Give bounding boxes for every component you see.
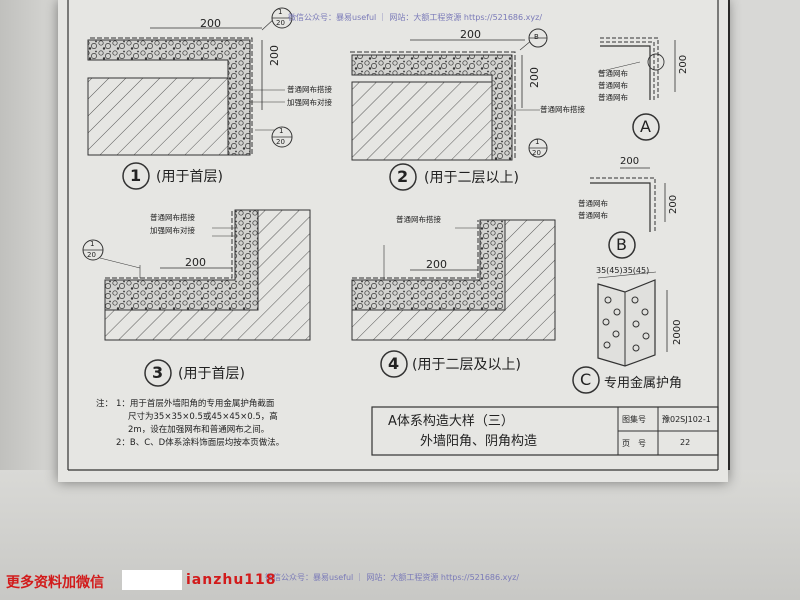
title-block-frame	[371, 406, 719, 456]
page-label: 页 号	[622, 439, 646, 448]
watermark-top: 微信公众号：暴易useful ｜ 网站：大额工程资源 https://52168…	[288, 13, 543, 22]
label-mesh-b-1: 普通网布	[578, 199, 608, 208]
detail-1-drawing	[87, 7, 293, 190]
overlay-redaction-box	[122, 570, 182, 590]
overlay-left-text: 更多资料加微信	[6, 575, 104, 591]
detail-1-caption: (用于首层)	[156, 169, 223, 185]
label-mesh-butt-d3: 加强网布对接	[150, 226, 195, 235]
detail-c-letter: C	[580, 370, 592, 389]
detail-2-caption: (用于二层以上)	[424, 170, 519, 186]
detail-3-number: 3	[152, 363, 164, 382]
label-mesh-lap-d2: 普通网布搭接	[540, 105, 585, 114]
label-mesh-b-2: 普通网布	[578, 211, 608, 220]
detail-4-number: 4	[388, 354, 400, 373]
dim-200-d1: 200	[200, 17, 221, 30]
dim-2000-c: 2000	[672, 319, 683, 345]
detail-2-number: 2	[397, 167, 409, 186]
detail-b-drawing	[590, 167, 666, 259]
title-line-2: 外墙阳角、阴角构造	[420, 434, 538, 449]
notes-line-1: 1：用于首层外墙阳角的专用金属护角截面	[116, 399, 275, 409]
callout-top-d1: 1	[278, 8, 283, 16]
callout-bottom-d2: 20	[532, 149, 541, 157]
callout-b-d2: B	[534, 33, 539, 41]
detail-3-drawing	[82, 209, 311, 387]
dim-200-d3: 200	[185, 256, 206, 269]
callout-top-d1b: 1	[279, 127, 284, 135]
notes-line-2: 尺寸为35×35×0.5或45×45×0.5，高	[128, 412, 278, 422]
left-page-fold	[0, 0, 60, 560]
label-mesh-a-2: 普通网布	[598, 81, 628, 90]
detail-4-drawing	[351, 219, 556, 378]
dim-200-b-vert: 200	[668, 194, 679, 214]
callout-bottom-d1: 20	[276, 19, 285, 27]
dim-200-d1-vert: 200	[268, 45, 281, 66]
title-line-1: A体系构造大样（三）	[388, 414, 514, 429]
detail-c-drawing	[572, 271, 668, 394]
notes-prefix: 注：	[96, 399, 114, 409]
notes-line-3: 2m，设在加强网布和普通网布之间。	[128, 425, 270, 435]
detail-4-caption: (用于二层及以上)	[412, 357, 521, 373]
detail-b-letter: B	[616, 235, 627, 254]
detail-a-drawing	[597, 37, 676, 141]
dim-200-a: 200	[678, 54, 689, 74]
callout-bottom-d1b: 20	[276, 138, 285, 146]
detail-1-number: 1	[130, 166, 142, 185]
dim-200-b: 200	[620, 156, 640, 167]
page-value: 22	[680, 438, 691, 447]
notes-line-4: 2：B、C、D体系涂料饰面层均按本页做法。	[116, 438, 285, 448]
label-mesh-lap-d1: 普通网布搭接	[287, 85, 332, 94]
detail-3-caption: (用于首层)	[178, 366, 245, 382]
callout-bottom-d3: 20	[87, 251, 96, 259]
overlay-right-text: ianzhu118	[186, 572, 277, 588]
detail-a-letter: A	[640, 117, 651, 136]
dim-angle-c: 35(45)35(45)	[596, 266, 650, 275]
dim-200-d4: 200	[426, 258, 447, 271]
label-mesh-butt-d1: 加强网布对接	[287, 98, 332, 107]
callout-top-d3: 1	[90, 240, 95, 248]
label-mesh-lap-d3: 普通网布搭接	[150, 213, 195, 222]
detail-c-caption: 专用金属护角	[604, 376, 683, 391]
right-adjacent-page	[730, 0, 800, 520]
atlas-value: 豫02SJ102-1	[662, 415, 711, 424]
dim-200-d2: 200	[460, 28, 481, 41]
label-mesh-a-3: 普通网布	[598, 93, 628, 102]
watermark-bottom: 微信公众号：暴易useful ｜ 网站：大额工程资源 https://52168…	[265, 573, 520, 582]
label-mesh-a-1: 普通网布	[598, 69, 628, 78]
detail-2-drawing	[350, 28, 548, 191]
callout-top-d2: 1	[535, 138, 540, 146]
label-mesh-lap-d4: 普通网布搭接	[396, 215, 441, 224]
atlas-label: 图集号	[622, 415, 646, 424]
dim-200-d2-vert: 200	[528, 67, 541, 88]
